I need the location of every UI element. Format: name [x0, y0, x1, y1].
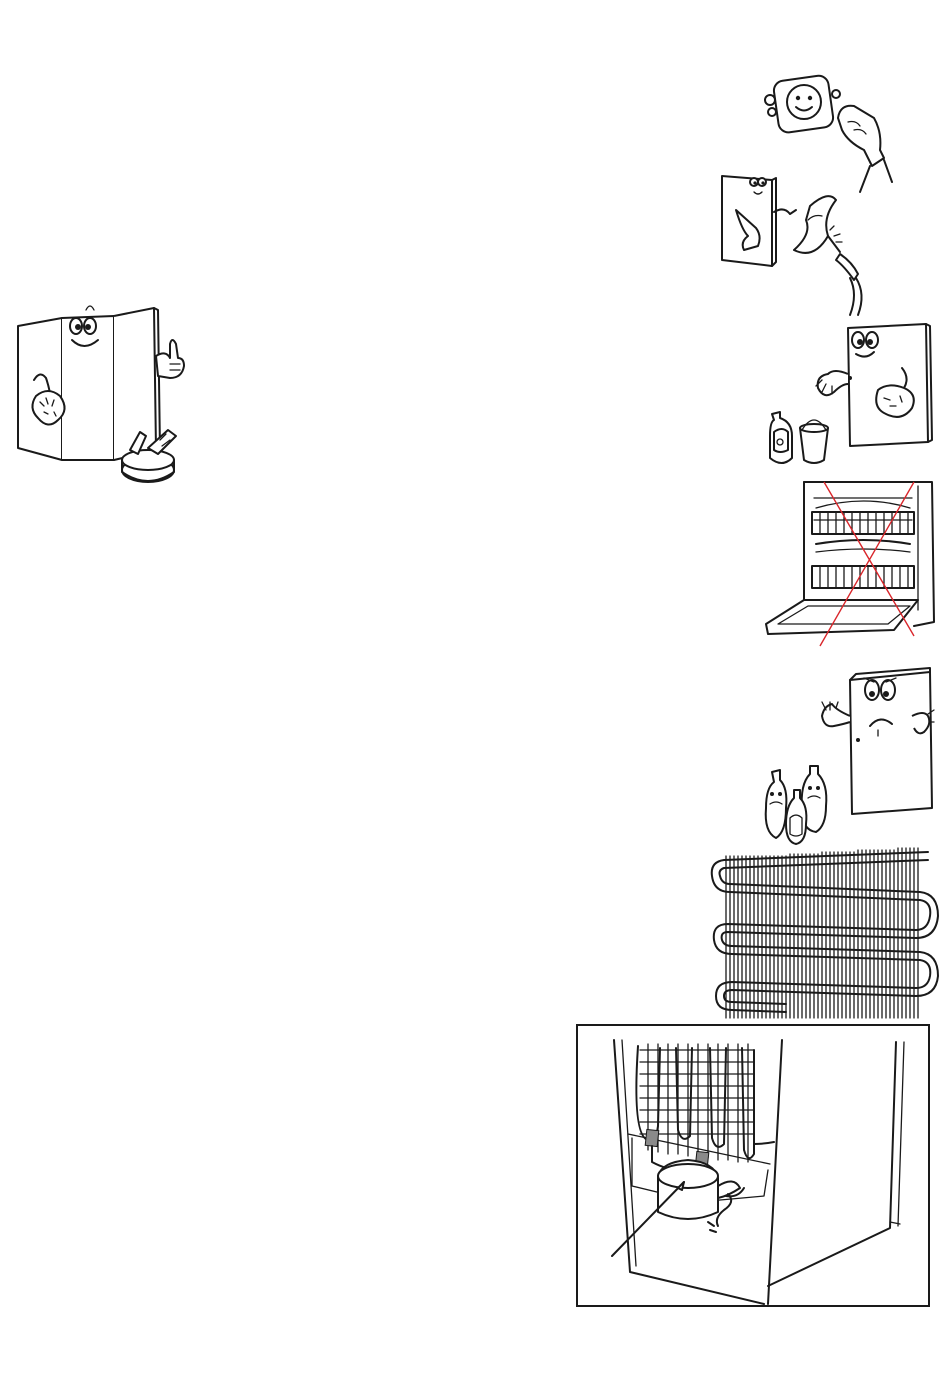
open-fridge-cleaning-icon [14, 300, 194, 490]
condenser-coil-icon [706, 842, 936, 1022]
rear-compressor-figure [576, 1024, 930, 1307]
fridge-bucket-detergent-icon [762, 318, 934, 470]
fridge-rear-compressor-icon [578, 1026, 928, 1305]
dishwasher-crossed-icon [764, 478, 936, 648]
hairdryer-fridge-icon [718, 170, 878, 315]
worried-fridge-bottles-icon [752, 666, 934, 848]
